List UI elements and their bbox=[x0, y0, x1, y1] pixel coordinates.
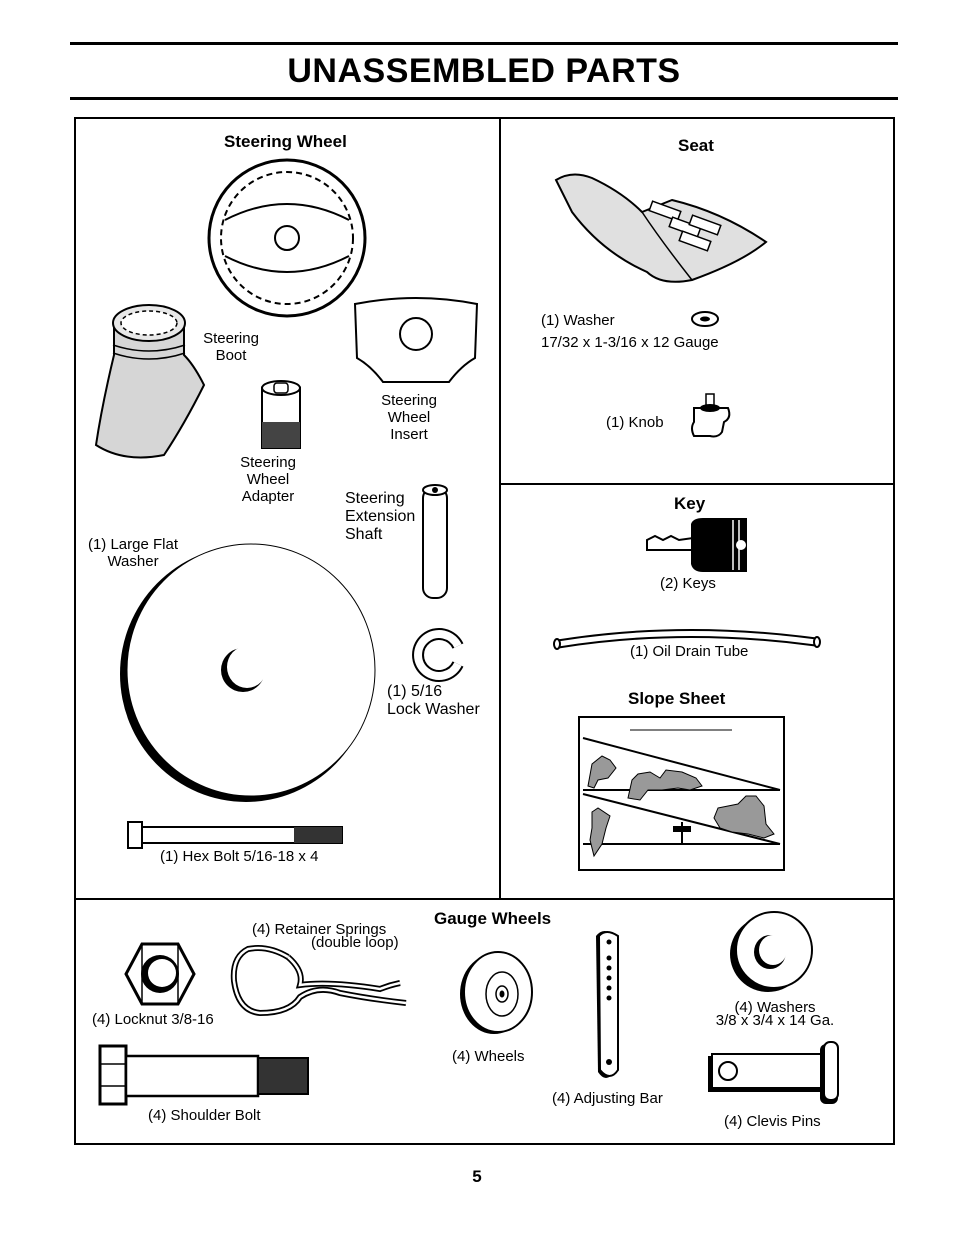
gauge-wheel-illustration bbox=[460, 951, 533, 1034]
oil-drain-tube-illustration bbox=[553, 628, 821, 650]
steering-wheel-adapter-illustration bbox=[261, 380, 301, 449]
gauge-wheels-heading: Gauge Wheels bbox=[434, 909, 552, 928]
seat-heading: Seat bbox=[678, 136, 714, 155]
shoulder-bolt-label: (4) Shoulder Bolt bbox=[148, 1107, 261, 1124]
keys-label: (2) Keys bbox=[660, 575, 716, 592]
retainer-springs-label: (4) Retainer Springs (double loop) bbox=[252, 921, 399, 951]
washer-icon bbox=[691, 311, 719, 327]
title-underline bbox=[70, 97, 898, 100]
knob-label: (1) Knob bbox=[606, 414, 664, 431]
page-title: UNASSEMBLED PARTS bbox=[287, 52, 681, 90]
steering-wheel-insert-illustration bbox=[353, 297, 479, 383]
oil-drain-tube-label: (1) Oil Drain Tube bbox=[630, 643, 749, 660]
adjusting-bar-label: (4) Adjusting Bar bbox=[552, 1090, 663, 1107]
lock-washer-label: (1) 5/16 Lock Washer bbox=[387, 683, 480, 718]
key-icon bbox=[646, 518, 747, 572]
gauge-wheels-panel bbox=[74, 898, 895, 1145]
steering-boot-label: Steering Boot bbox=[203, 330, 259, 364]
locknut-illustration bbox=[124, 942, 196, 1006]
hex-bolt-illustration bbox=[127, 821, 343, 849]
large-flat-washer-label: (1) Large Flat Washer bbox=[87, 536, 179, 570]
knob-icon bbox=[691, 393, 731, 438]
shoulder-bolt-illustration bbox=[98, 1044, 309, 1106]
slope-sheet-illustration bbox=[578, 716, 785, 871]
steering-wheel-heading: Steering Wheel bbox=[224, 132, 347, 151]
wheels-label: (4) Wheels bbox=[452, 1048, 525, 1065]
slope-sheet-heading: Slope Sheet bbox=[628, 689, 726, 708]
gauge-washers-label: (4) Washers 3/8 x 3/4 x 14 Ga. bbox=[715, 999, 835, 1029]
retainer-spring-illustration bbox=[230, 945, 407, 1017]
top-rule bbox=[70, 42, 898, 45]
steering-boot-illustration bbox=[94, 304, 206, 459]
steering-extension-shaft-illustration bbox=[422, 484, 448, 599]
large-flat-washer-illustration bbox=[120, 543, 376, 802]
adjusting-bar-illustration bbox=[596, 931, 619, 1078]
steering-wheel-adapter-label: Steering Wheel Adapter bbox=[240, 454, 296, 505]
lock-washer-illustration bbox=[412, 628, 464, 682]
clevis-pins-label: (4) Clevis Pins bbox=[724, 1113, 821, 1130]
clevis-pin-illustration bbox=[708, 1041, 839, 1104]
steering-wheel-illustration bbox=[207, 158, 367, 318]
steering-extension-shaft-label: Steering Extension Shaft bbox=[345, 490, 416, 543]
hex-bolt-label: (1) Hex Bolt 5/16-18 x 4 bbox=[160, 848, 319, 865]
washer-label: (1) Washer 17/32 x 1-3/16 x 12 Gauge bbox=[541, 312, 719, 351]
key-heading: Key bbox=[674, 494, 706, 513]
page-number: 5 bbox=[472, 1167, 482, 1186]
seat-illustration bbox=[554, 173, 768, 283]
steering-wheel-insert-label: Steering Wheel Insert bbox=[381, 392, 437, 443]
gauge-washer-illustration bbox=[730, 911, 813, 992]
locknut-label: (4) Locknut 3/8-16 bbox=[92, 1011, 214, 1028]
